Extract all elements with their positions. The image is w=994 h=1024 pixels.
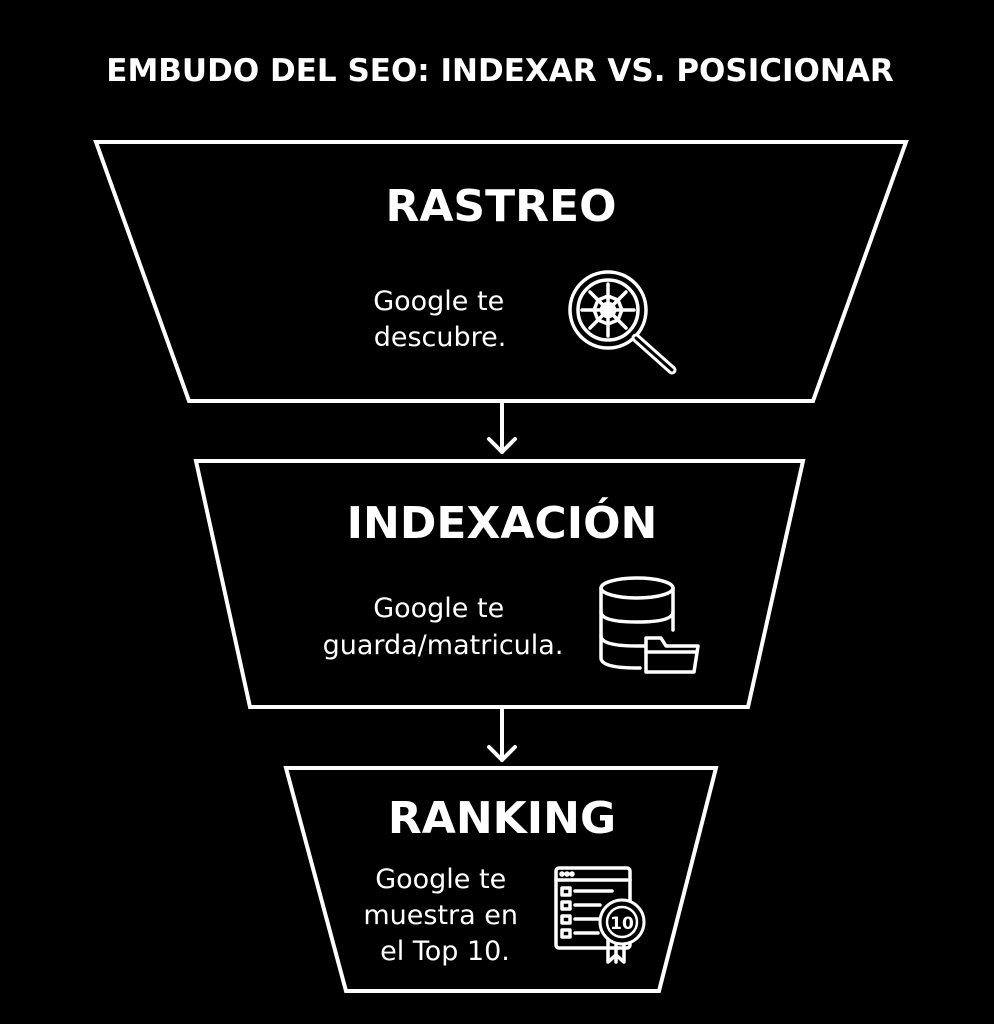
stage-indexacion-title: INDEXACIÓN [347, 496, 658, 549]
stage-ranking-desc-line: muestra en [363, 900, 518, 931]
stage-ranking-desc-line: el Top 10. [380, 936, 510, 967]
stage-rastreo: RASTREO Google te descubre. [93, 140, 909, 403]
arrow-down-icon [487, 402, 517, 454]
diagram-title: EMBUDO DEL SEO: INDEXAR VS. POSICIONAR [106, 53, 894, 89]
arrow-down-icon [487, 708, 517, 762]
ranking-badge-icon: 10 [554, 866, 646, 964]
stage-ranking-desc-line: Google te [375, 864, 506, 895]
stage-ranking-desc: Google te muestra en el Top 10. [363, 864, 526, 967]
stage-indexacion-desc-line: Google te [373, 593, 504, 624]
stage-rastreo-desc-line: Google te [373, 286, 504, 317]
stage-indexacion: INDEXACIÓN Google te guarda/matricula. [193, 459, 806, 709]
stage-rastreo-desc: Google te descubre. [373, 286, 513, 353]
magnifier-web-icon [568, 270, 677, 375]
stage-rastreo-title: RASTREO [386, 181, 617, 232]
stage-rastreo-desc-line: descubre. [374, 322, 507, 353]
stage-rastreo-shape [93, 140, 909, 403]
ranking-badge-number: 10 [610, 914, 634, 934]
stage-indexacion-desc-line: guarda/matricula. [323, 630, 564, 661]
stage-ranking-title: RANKING [388, 793, 616, 844]
stage-ranking: RANKING Google te muestra en el Top 10. [283, 766, 719, 993]
database-folder-icon [599, 576, 700, 674]
stage-indexacion-desc: Google te guarda/matricula. [323, 593, 564, 661]
